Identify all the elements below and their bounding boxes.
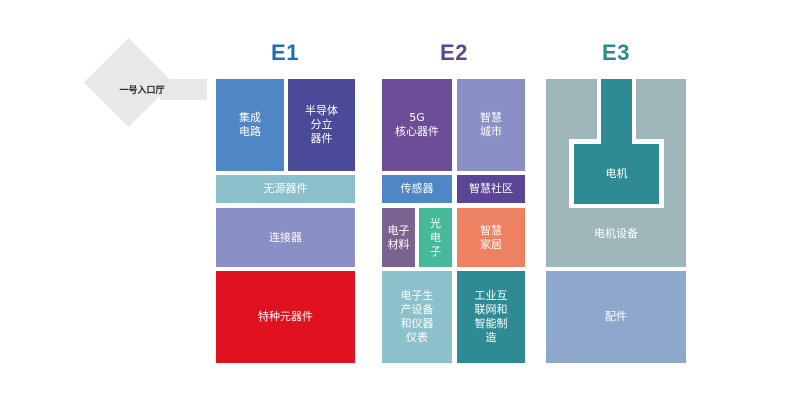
hall-title-e2: E2	[440, 40, 468, 65]
zone-connector[interactable]: 连接器	[216, 208, 355, 267]
entrance-label: 一号入口厅	[119, 85, 165, 96]
zone-production-equipment[interactable]: 电子生 产设备 和仪器 仪表	[382, 271, 452, 363]
zone-industrial-internet[interactable]: 工业互 联网和 智能制 造	[457, 271, 525, 363]
hall-title-e1: E1	[271, 40, 299, 65]
zone-motor[interactable]: 电机	[574, 144, 659, 204]
zone-parts[interactable]: 配件	[546, 271, 686, 363]
zone-sensor[interactable]: 传感器	[382, 175, 452, 203]
zone-semiconductor[interactable]: 半导体 分立 器件	[288, 79, 355, 171]
zone-smart-community[interactable]: 智慧社区	[457, 175, 525, 203]
entrance-corridor	[160, 79, 207, 100]
hall-title-e3: E3	[602, 40, 630, 65]
zone-electronic-material[interactable]: 电子 材料	[382, 208, 415, 267]
zone-optoelectronics[interactable]: 光 电 子	[419, 208, 452, 267]
zone-special-components[interactable]: 特种元器件	[216, 271, 355, 363]
zone-passive-components[interactable]: 无源器件	[216, 175, 355, 203]
zone-integrated-circuit[interactable]: 集成 电路	[216, 79, 284, 171]
zone-smart-city[interactable]: 智慧 城市	[457, 79, 525, 171]
motor-stem	[601, 79, 632, 147]
zone-smart-home[interactable]: 智慧 家居	[457, 208, 525, 267]
zone-5g-core[interactable]: 5G 核心器件	[382, 79, 452, 171]
